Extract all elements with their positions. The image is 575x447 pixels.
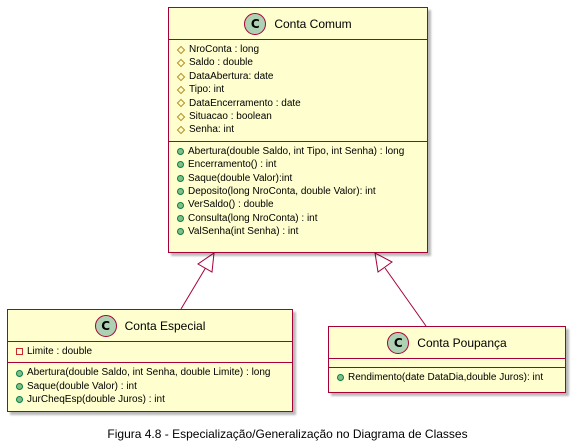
method: Saque(double Valor):int (177, 172, 427, 185)
public-visibility-icon (16, 369, 23, 377)
method: Abertura(double Saldo, int Tipo, int Sen… (177, 145, 427, 158)
protected-visibility-icon (176, 112, 186, 121)
class-header: C Conta Poupança (329, 327, 565, 359)
attribute: Saldo : double (176, 56, 427, 69)
method: Rendimento(date DataDia,double Juros): i… (337, 371, 565, 384)
class-icon: C (387, 331, 410, 354)
attribute: DataAbertura: date (176, 70, 427, 83)
generalization-edge-especial (180, 267, 206, 310)
public-visibility-icon (177, 161, 184, 169)
public-visibility-icon (177, 215, 184, 223)
method: Saque(double Valor) : int (16, 380, 292, 393)
class-conta-especial[interactable]: C Conta Especial Limite : double Abertur… (7, 309, 293, 412)
class-conta-comum[interactable]: C Conta Comum NroConta : long Saldo : do… (168, 7, 428, 253)
method: Encerramento() : int (177, 158, 427, 171)
public-visibility-icon (337, 374, 344, 382)
attributes-compartment: NroConta : long Saldo : double DataAbert… (169, 40, 427, 141)
public-visibility-icon (177, 188, 184, 196)
attribute: DataEncerramento : date (176, 97, 427, 110)
generalization-arrowhead-especial (197, 251, 215, 273)
method: ValSenha(int Senha) : int (177, 225, 427, 238)
private-visibility-icon (16, 348, 23, 356)
class-conta-poupanca[interactable]: C Conta Poupança Rendimento(date DataDia… (328, 326, 566, 393)
class-icon: C (244, 12, 267, 35)
methods-compartment: Abertura(double Saldo, int Senha, double… (8, 362, 292, 410)
public-visibility-icon (16, 396, 23, 404)
public-visibility-icon (177, 201, 184, 209)
figure-caption: Figura 4.8 - Especialização/Generalizaçã… (107, 427, 468, 441)
attribute: Senha: int (176, 123, 427, 136)
generalization-arrowhead-poupanca (374, 252, 393, 273)
method: Deposito(long NroConta, double Valor): i… (177, 185, 427, 198)
class-name: Conta Comum (274, 16, 352, 31)
methods-compartment: Abertura(double Saldo, int Tipo, int Sen… (169, 140, 427, 243)
attributes-compartment (329, 359, 565, 367)
generalization-edge-poupanca (384, 267, 427, 327)
public-visibility-icon (177, 148, 184, 156)
public-visibility-icon (177, 174, 184, 182)
protected-visibility-icon (176, 45, 186, 54)
protected-visibility-icon (176, 125, 186, 135)
class-header: C Conta Comum (169, 8, 427, 40)
method: JurCheqEsp(double Juros) : int (16, 393, 292, 406)
protected-visibility-icon (176, 72, 186, 81)
class-header: C Conta Especial (8, 310, 292, 342)
public-visibility-icon (16, 383, 23, 391)
method: VerSaldo() : double (177, 198, 427, 211)
class-name: Conta Especial (124, 318, 206, 333)
attribute: Tipo: int (176, 83, 427, 96)
protected-visibility-icon (176, 99, 186, 108)
class-icon: C (94, 314, 117, 337)
class-name: Conta Poupança (417, 335, 507, 350)
method: Consulta(long NroConta) : int (177, 212, 427, 225)
attributes-compartment: Limite : double (8, 342, 292, 362)
public-visibility-icon (177, 228, 184, 236)
attribute: NroConta : long (176, 43, 427, 56)
protected-visibility-icon (176, 58, 186, 68)
attribute: Limite : double (16, 345, 292, 358)
attribute: Situacao : boolean (176, 110, 427, 123)
methods-compartment: Rendimento(date DataDia,double Juros): i… (329, 367, 565, 388)
protected-visibility-icon (176, 85, 186, 95)
method: Abertura(double Saldo, int Senha, double… (16, 366, 292, 379)
